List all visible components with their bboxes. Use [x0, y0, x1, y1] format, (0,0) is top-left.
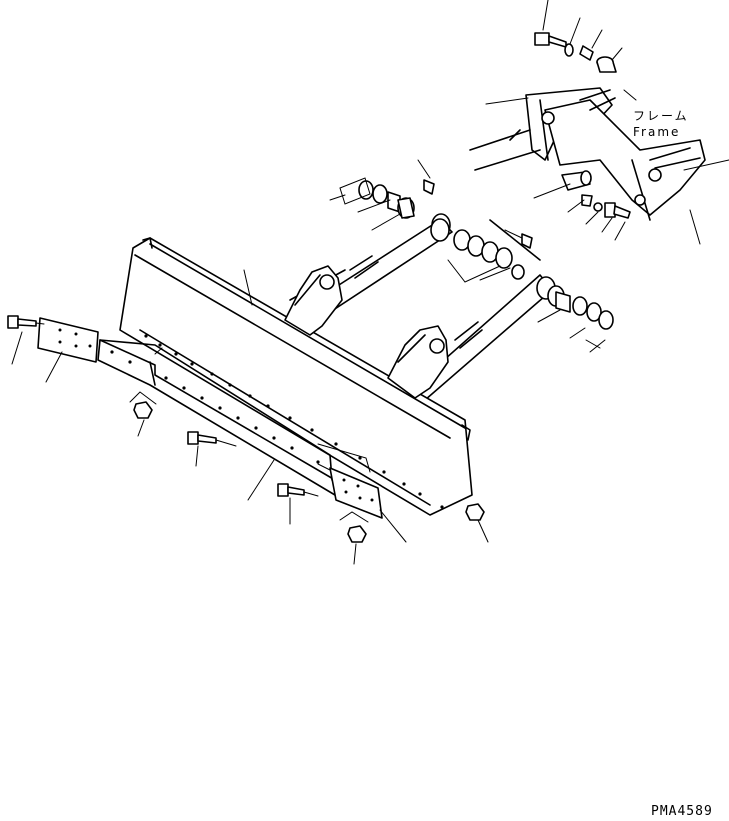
end-bit-left	[37, 317, 99, 363]
nut-lower-icon	[347, 525, 367, 543]
dozer-blade	[119, 237, 473, 516]
right-pin-assembly	[533, 170, 631, 241]
grease-fitting-2-icon	[521, 233, 533, 249]
end-bits	[37, 317, 383, 519]
cutting-edges	[97, 334, 444, 509]
frame-label-jp: フレーム	[633, 109, 689, 123]
top-fasteners	[485, 0, 729, 245]
nut-upper-icon	[133, 401, 153, 419]
frame-label-en: Frame	[633, 125, 680, 139]
frame-label: フレーム Frame	[633, 109, 689, 139]
washer-icon	[564, 43, 574, 57]
grease-fitting-icon	[423, 179, 435, 195]
leader-lines	[11, 331, 489, 565]
bolt-middle-icon	[187, 431, 237, 447]
nut-right-icon	[465, 503, 485, 521]
upper-arm-parts	[329, 159, 533, 283]
bolt-lower-icon	[277, 483, 319, 497]
lower-arm-parts	[537, 285, 614, 353]
drawing-code: PMA4589	[651, 804, 713, 819]
edge-bolt-holes	[110, 350, 320, 464]
frame-bracket	[469, 87, 706, 221]
bolt-head-icon	[534, 32, 550, 46]
blade-bolt-holes	[144, 334, 444, 509]
bolts-and-nuts	[7, 315, 485, 543]
bolt-left-icon	[7, 315, 45, 329]
